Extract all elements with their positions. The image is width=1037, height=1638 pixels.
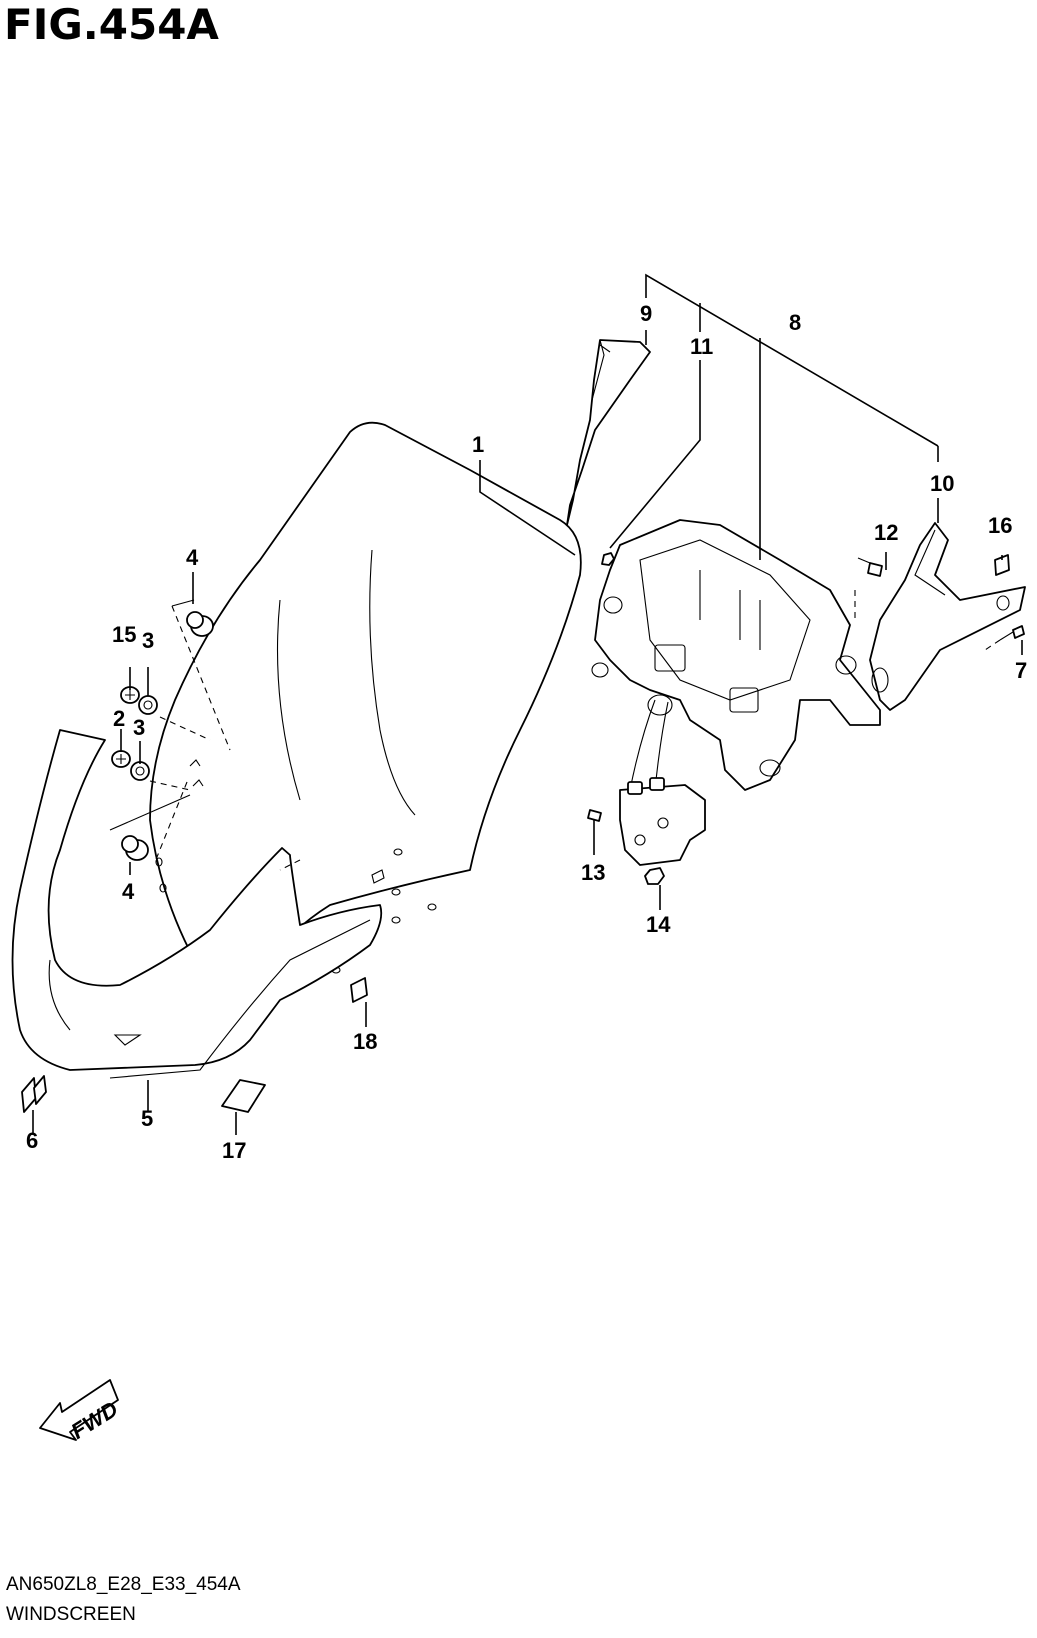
callout-10: 10	[930, 471, 954, 496]
pad-part[interactable]	[221, 1079, 266, 1113]
bracket-assembly-part[interactable]	[591, 519, 881, 791]
callouts: 1 2 3 3 4 4 5 6 7 8 9 10 11 12 13 14 15 …	[26, 301, 1027, 1163]
clip-part[interactable]	[21, 1075, 47, 1113]
callout-6: 6	[26, 1128, 38, 1153]
assembly-lines	[109, 590, 1001, 871]
model-code: AN650ZL8_E28_E33_454A	[6, 1574, 241, 1595]
callout-15: 15	[112, 622, 136, 647]
callout-5: 5	[141, 1106, 153, 1131]
side-cover-part[interactable]	[869, 522, 1026, 711]
callout-3-upper: 3	[142, 628, 154, 653]
grommet-upper[interactable]	[186, 611, 214, 637]
bolt-12[interactable]	[857, 557, 883, 577]
callout-8: 8	[789, 310, 801, 335]
callout-17: 17	[222, 1138, 246, 1163]
grommet-lower[interactable]	[121, 835, 149, 861]
leader-lines	[32, 273, 1023, 1135]
callout-11: 11	[690, 334, 713, 359]
callout-14: 14	[646, 912, 671, 937]
callout-1: 1	[472, 432, 484, 457]
screw-2[interactable]	[111, 750, 131, 768]
lower-cowl-part[interactable]	[11, 729, 383, 1079]
callout-13: 13	[581, 860, 605, 885]
callout-18: 18	[353, 1029, 377, 1054]
washer-3-lower[interactable]	[130, 761, 150, 781]
nut-small[interactable]	[601, 552, 615, 566]
callout-9: 9	[640, 301, 652, 326]
callout-3-lower: 3	[133, 715, 145, 740]
fwd-direction-arrow: FWD	[39, 1379, 122, 1444]
section-name: WINDSCREEN	[6, 1604, 136, 1625]
bolt-13[interactable]	[587, 809, 602, 822]
callout-4-upper: 4	[186, 545, 199, 570]
callout-7: 7	[1015, 658, 1027, 683]
figure-title: FIG.454A	[4, 0, 219, 49]
plate-part[interactable]	[350, 977, 368, 1003]
callout-16: 16	[988, 513, 1012, 538]
washer-3-upper[interactable]	[138, 695, 158, 715]
plate-part-16[interactable]	[994, 554, 1010, 576]
nut-14[interactable]	[644, 867, 665, 885]
actuator-part[interactable]	[619, 699, 706, 866]
callout-12: 12	[874, 520, 898, 545]
upper-cover-part[interactable]	[566, 339, 651, 526]
windscreen-part[interactable]	[149, 421, 582, 986]
callout-4-lower: 4	[122, 879, 135, 904]
callout-2: 2	[113, 706, 125, 731]
screw-7[interactable]	[999, 625, 1025, 641]
